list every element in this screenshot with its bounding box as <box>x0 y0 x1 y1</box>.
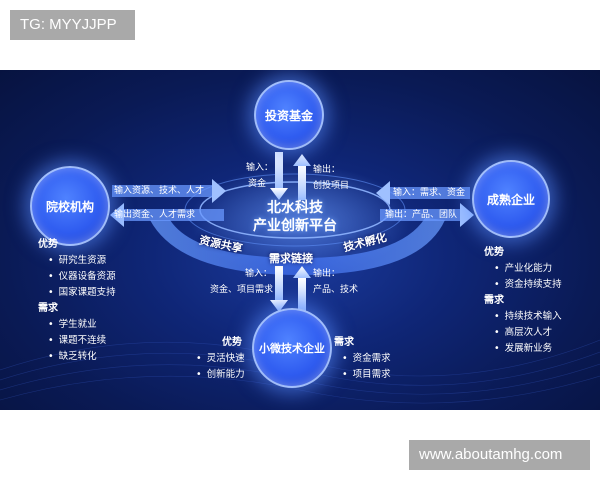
diagram-panel: 投资基金 院校机构 成熟企业 小微技术企业 北水科技 产业创新平台 资源共享 需… <box>0 70 600 410</box>
list-item: 高层次人才 <box>484 325 562 341</box>
list-item: 缺乏转化 <box>38 349 116 365</box>
mature-input-text: 输入：需求、资金 <box>393 188 466 198</box>
mature-needs-title: 需求 <box>484 295 504 306</box>
node-mature-enterprise: 成熟企业 <box>472 160 550 238</box>
list-item: 持续技术输入 <box>484 309 562 325</box>
fund-input-value: 资金 <box>248 179 267 189</box>
platform-title-line1: 北水科技 <box>267 200 323 216</box>
list-item: 学生就业 <box>38 317 116 333</box>
university-needs-title: 需求 <box>38 303 58 314</box>
diagram-graphics <box>0 152 600 404</box>
list-item: 资金需求 <box>334 351 391 367</box>
center-glow <box>190 165 410 275</box>
university-arrows <box>110 179 226 227</box>
mature-output-text: 输出：产品、团队 <box>385 210 458 220</box>
small-needs-list: 需求 资金需求 项目需求 <box>334 335 391 383</box>
list-item: 灵活快速 <box>196 351 245 367</box>
university-advantages-title: 优势 <box>38 239 58 250</box>
list-item: 国家课题支持 <box>38 285 116 301</box>
small-needs-title: 需求 <box>334 337 354 348</box>
fund-output-value: 创投项目 <box>313 181 350 191</box>
small-output-label: 输出： <box>313 269 341 279</box>
small-advantages-list: 优势 灵活快速 创新能力 <box>196 335 245 383</box>
fund-arrows <box>270 152 311 200</box>
small-output-value: 产品、技术 <box>313 285 359 295</box>
platform-title-line2: 产业创新平台 <box>253 218 337 234</box>
mature-arrows <box>376 181 474 227</box>
university-input-text: 输入资源、技术、人才 <box>114 186 205 196</box>
mature-lists: 优势 产业化能力 资金持续支持 需求 持续技术输入 高层次人才 发展新业务 <box>484 245 562 357</box>
small-input-label: 输入： <box>245 269 273 279</box>
node-investment-fund: 投资基金 <box>254 80 324 150</box>
ring-label-demand-link: 需求链接 <box>269 252 313 265</box>
list-item: 发展新业务 <box>484 341 562 357</box>
list-item: 课题不连续 <box>38 333 116 349</box>
list-item: 研究生资源 <box>38 253 116 269</box>
list-item: 资金持续支持 <box>484 277 562 293</box>
list-item: 项目需求 <box>334 367 391 383</box>
university-output-text: 输出资金、人才需求 <box>114 210 196 220</box>
small-advantages-title: 优势 <box>222 337 242 348</box>
mature-advantages-title: 优势 <box>484 247 504 258</box>
fund-input-label: 输入： <box>246 163 274 173</box>
watermark-top: TG: MYYJJPP <box>10 10 135 40</box>
watermark-bottom: www.aboutamhg.com <box>409 440 590 470</box>
node-university: 院校机构 <box>30 166 110 246</box>
list-item: 产业化能力 <box>484 261 562 277</box>
list-item: 仪器设备资源 <box>38 269 116 285</box>
list-item: 创新能力 <box>196 367 245 383</box>
ring-band <box>150 218 445 275</box>
small-arrows <box>270 266 311 312</box>
university-lists: 优势 研究生资源 仪器设备资源 国家课题支持 需求 学生就业 课题不连续 缺乏转… <box>38 237 116 365</box>
fund-output-label: 输出： <box>313 165 341 175</box>
small-input-value: 资金、项目需求 <box>210 285 274 295</box>
node-small-tech-company: 小微技术企业 <box>252 308 332 388</box>
